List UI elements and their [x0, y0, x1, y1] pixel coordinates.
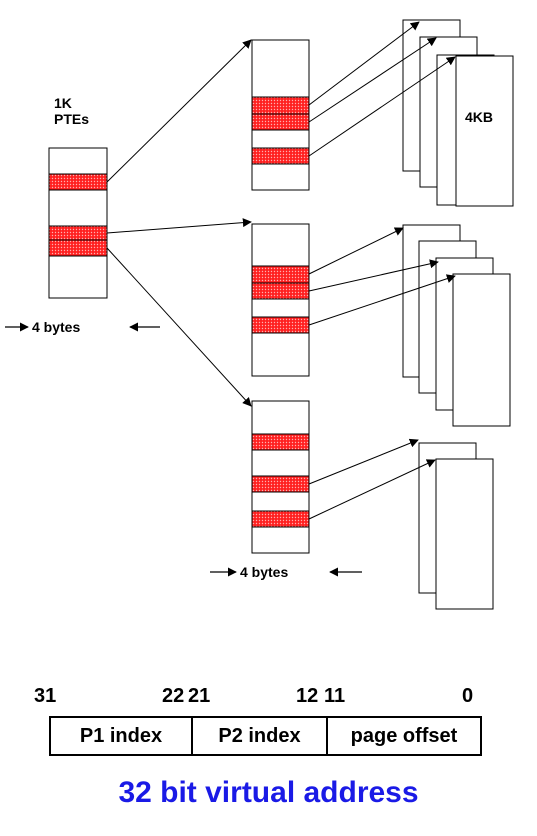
pte-entry [251, 265, 310, 284]
bit-22: 22 [162, 685, 185, 707]
pte-entry [251, 113, 310, 131]
pte-entry [251, 510, 310, 528]
pte-entry [48, 239, 108, 257]
ptes-label-line2: PTEs [54, 111, 89, 127]
page-offset-field: page offset [326, 716, 482, 756]
entry-size-label-bottom: 4 bytes [240, 564, 288, 580]
second-level-pointers [308, 21, 456, 520]
bit-31: 31 [34, 685, 57, 707]
bit-0: 0 [462, 685, 474, 707]
second-level-table-3 [251, 400, 310, 554]
entry-size-indicator-bottom: 4 bytes [210, 564, 362, 580]
page-stack-1 [402, 19, 514, 207]
pte-entry [251, 282, 310, 300]
pte-entry [251, 96, 310, 115]
pte-entry [48, 173, 108, 191]
pte-entry [251, 433, 310, 451]
page-table-diagram: 1K PTEs 4 bytes 4 bytes [5, 19, 514, 610]
page-stack-2 [402, 224, 511, 427]
pte-entry [251, 147, 310, 165]
page-frame [452, 273, 511, 427]
second-level-table-2 [251, 223, 310, 377]
virtual-address-caption: 32 bit virtual address [118, 776, 419, 809]
page-size-label: 4KB [465, 109, 493, 125]
bit-21: 21 [188, 685, 211, 707]
bit-11: 11 [324, 685, 346, 707]
entry-size-indicator-top: 4 bytes [5, 319, 160, 335]
pte-entry [48, 225, 108, 241]
p1-index-field: P1 index [49, 716, 193, 756]
top-level-page-table [48, 147, 108, 299]
pte-entry [251, 316, 310, 334]
entry-size-label-top: 4 bytes [32, 319, 80, 335]
bit-12: 12 [296, 685, 319, 707]
p2-index-field: P2 index [191, 716, 328, 756]
ptes-label-line1: 1K [54, 95, 72, 111]
page-frame [435, 458, 494, 610]
pte-entry [251, 475, 310, 493]
top-level-pointers [106, 39, 252, 407]
page-frame [455, 55, 514, 207]
second-level-table-1 [251, 39, 310, 191]
page-stack-3 [418, 442, 494, 610]
